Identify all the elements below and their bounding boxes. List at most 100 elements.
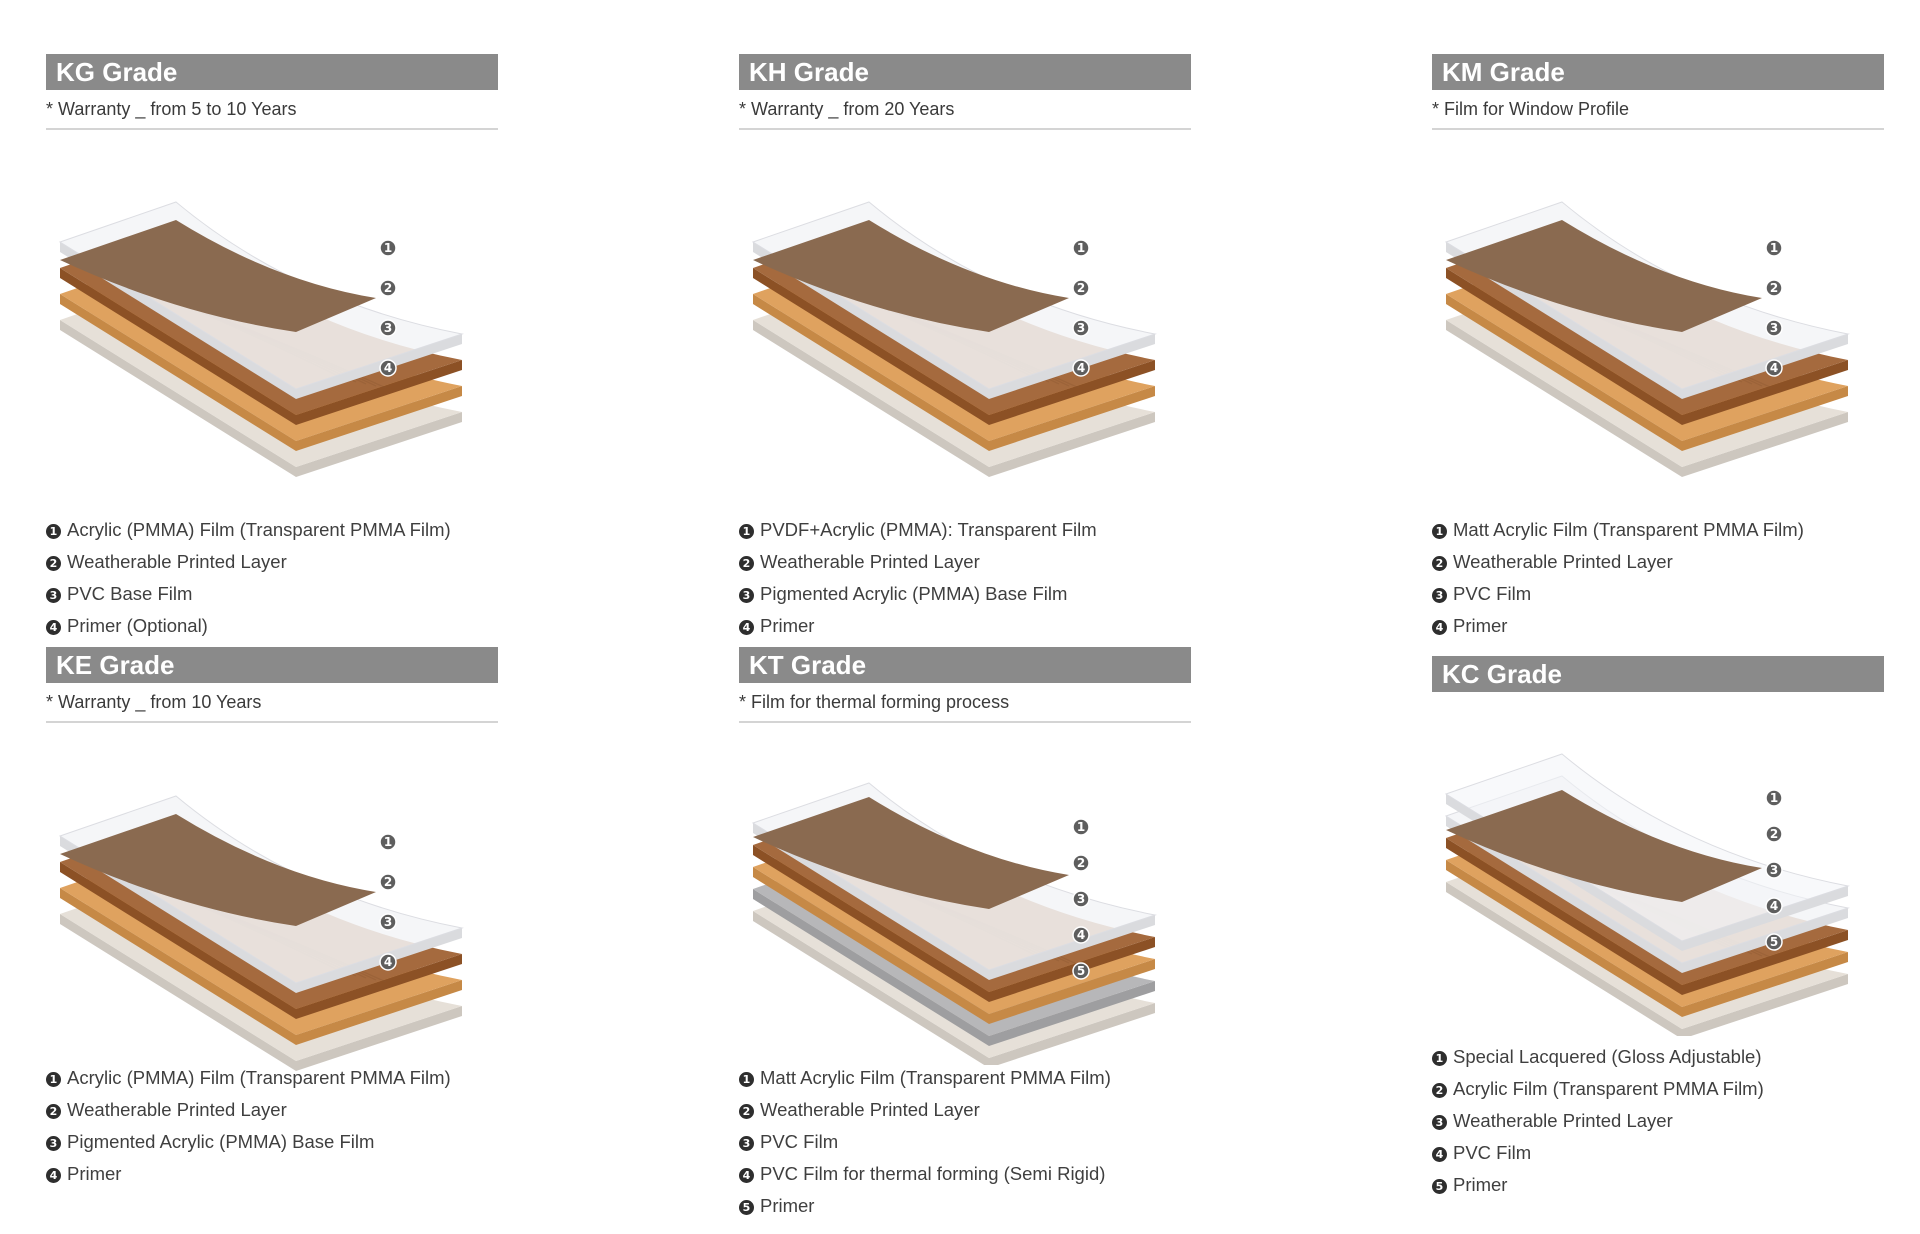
grade-title: KM Grade [1432, 54, 1884, 90]
grade-subtitle: * Film for Window Profile [1432, 90, 1884, 130]
layer-number-icon: 5 [1765, 933, 1783, 951]
legend-label: PVDF+Acrylic (PMMA): Transparent Film [760, 519, 1097, 540]
legend-label: Matt Acrylic Film (Transparent PMMA Film… [760, 1067, 1111, 1088]
layer-number-icon: 1 [1072, 239, 1090, 257]
layer-number-icon: 1 [1765, 789, 1783, 807]
layer-number-label: 1 [1770, 791, 1778, 805]
layer-number-label: 1 [384, 835, 392, 849]
legend-item: 4 Primer [46, 1158, 498, 1190]
layer-number-icon: 3 [1765, 319, 1783, 337]
legend-item: 4 PVC Film for thermal forming (Semi Rigi… [739, 1158, 1191, 1190]
legend-label: Primer (Optional) [67, 615, 208, 636]
layer-number-icon: 2 [1072, 279, 1090, 297]
number-bullet-icon: 4 [46, 1168, 61, 1183]
legend-label: Pigmented Acrylic (PMMA) Base Film [67, 1131, 375, 1152]
legend-label: Weatherable Printed Layer [1453, 1110, 1673, 1131]
layer-number-label: 3 [384, 321, 392, 335]
grade-card: KT Grade* Film for thermal forming proce… [739, 647, 1191, 1216]
number-bullet-icon: 2 [739, 556, 754, 571]
layer-number-icon: 4 [379, 359, 397, 377]
layer-number-label: 3 [1077, 892, 1085, 906]
layer-number-icon: 1 [379, 239, 397, 257]
number-bullet-icon: 2 [1432, 556, 1447, 571]
number-bullet-icon: 1 [1432, 1051, 1447, 1066]
grade-subtitle: * Warranty _ from 10 Years [46, 683, 498, 723]
number-bullet-icon: 3 [46, 588, 61, 603]
layer-number-label: 2 [1077, 856, 1085, 870]
layer-structure-diagram: 1 2 3 4 [46, 778, 498, 1078]
layer-number-label: 3 [1770, 863, 1778, 877]
layer-number-icon: 3 [379, 913, 397, 931]
legend-label: Primer [760, 1195, 815, 1216]
legend-label: Weatherable Printed Layer [760, 1099, 980, 1120]
legend-label: Weatherable Printed Layer [67, 551, 287, 572]
wood-grain-sheet [753, 797, 1069, 909]
layer-number-label: 1 [1770, 241, 1778, 255]
layer-number-label: 1 [1077, 820, 1085, 834]
wood-grain-sheet [1446, 790, 1762, 902]
legend-label: Matt Acrylic Film (Transparent PMMA Film… [1453, 519, 1804, 540]
number-bullet-icon: 4 [1432, 620, 1447, 635]
number-bullet-icon: 4 [1432, 1147, 1447, 1162]
number-bullet-icon: 4 [739, 620, 754, 635]
layer-number-label: 2 [384, 875, 392, 889]
grade-title: KC Grade [1432, 656, 1884, 692]
number-bullet-icon: 2 [46, 556, 61, 571]
layer-number-label: 5 [1077, 964, 1085, 978]
layer-number-label: 4 [384, 361, 392, 375]
number-bullet-icon: 3 [1432, 588, 1447, 603]
legend-label: PVC Film for thermal forming (Semi Rigid… [760, 1163, 1106, 1184]
layer-number-label: 3 [1077, 321, 1085, 335]
legend-label: Weatherable Printed Layer [67, 1099, 287, 1120]
legend-label: Primer [1453, 1174, 1508, 1195]
legend-item: 2 Weatherable Printed Layer [46, 546, 498, 578]
wood-grain-sheet [60, 220, 376, 332]
layer-number-label: 4 [384, 955, 392, 969]
legend-label: Primer [67, 1163, 122, 1184]
number-bullet-icon: 4 [46, 620, 61, 635]
layer-number-icon: 4 [1072, 359, 1090, 377]
legend-item: 2 Weatherable Printed Layer [739, 546, 1191, 578]
layer-number-icon: 1 [1072, 818, 1090, 836]
number-bullet-icon: 1 [46, 524, 61, 539]
grade-title: KH Grade [739, 54, 1191, 90]
grade-subtitle: * Warranty _ from 20 Years [739, 90, 1191, 130]
layer-number-icon: 3 [1765, 861, 1783, 879]
layer-structure-diagram: 1 2 3 4 [739, 184, 1191, 484]
number-bullet-icon: 5 [1432, 1179, 1447, 1194]
layer-number-icon: 3 [1072, 890, 1090, 908]
layer-number-label: 3 [384, 915, 392, 929]
number-bullet-icon: 3 [739, 588, 754, 603]
layer-number-icon: 2 [1072, 854, 1090, 872]
legend-label: Weatherable Printed Layer [760, 551, 980, 572]
grade-subtitle: * Film for thermal forming process [739, 683, 1191, 723]
grade-title: KE Grade [46, 647, 498, 683]
number-bullet-icon: 3 [46, 1136, 61, 1151]
number-bullet-icon: 4 [739, 1168, 754, 1183]
legend-item: 3 Pigmented Acrylic (PMMA) Base Film [46, 1126, 498, 1158]
number-bullet-icon: 5 [739, 1200, 754, 1215]
legend-label: PVC Base Film [67, 583, 193, 604]
layer-number-label: 5 [1770, 935, 1778, 949]
layer-number-label: 2 [384, 281, 392, 295]
